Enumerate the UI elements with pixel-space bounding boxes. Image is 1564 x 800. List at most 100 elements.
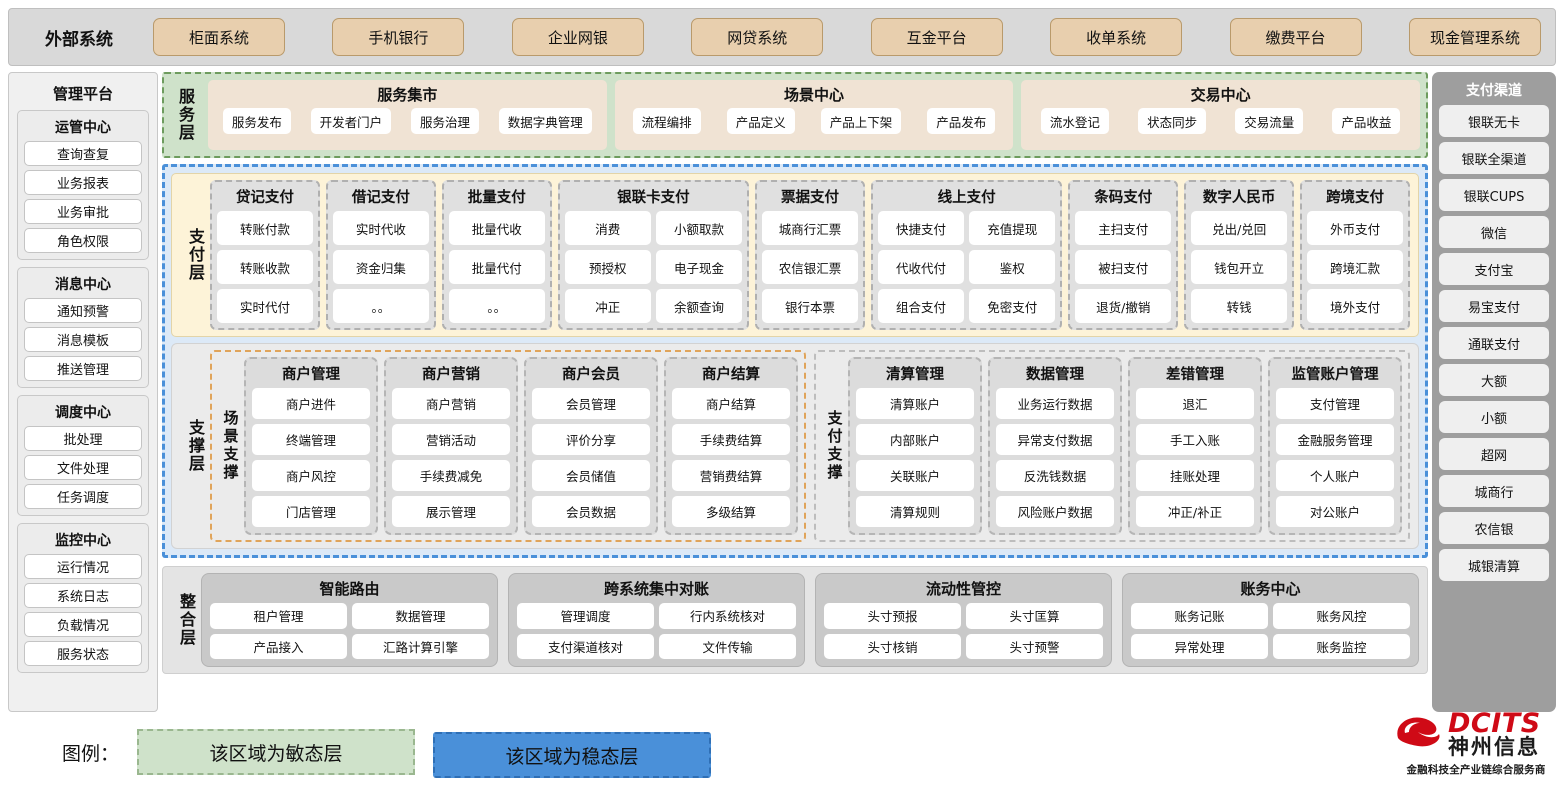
integration-chip-0-3[interactable]: 汇路计算引擎 <box>352 633 489 659</box>
management-item-0-1[interactable]: 业务报表 <box>24 170 142 195</box>
payment-channel-item-5[interactable]: 易宝支付 <box>1439 290 1549 322</box>
management-item-3-0[interactable]: 运行情况 <box>24 554 142 579</box>
support-chip-1-3-1[interactable]: 金融服务管理 <box>1276 424 1394 455</box>
management-item-3-2[interactable]: 负载情况 <box>24 612 142 637</box>
payment-chip-7-0-2[interactable]: 转钱 <box>1191 289 1288 323</box>
support-chip-0-3-0[interactable]: 商户结算 <box>672 388 790 419</box>
support-chip-1-2-2[interactable]: 挂账处理 <box>1136 460 1254 491</box>
support-chip-0-1-1[interactable]: 营销活动 <box>392 424 510 455</box>
management-item-0-2[interactable]: 业务审批 <box>24 199 142 224</box>
payment-chip-3-1-1[interactable]: 电子现金 <box>655 250 743 284</box>
integration-chip-3-0[interactable]: 账务记账 <box>1131 603 1268 629</box>
external-system-chip-7[interactable]: 现金管理系统 <box>1408 18 1541 56</box>
support-chip-0-2-3[interactable]: 会员数据 <box>532 496 650 527</box>
support-chip-1-0-0[interactable]: 清算账户 <box>856 388 974 419</box>
payment-chip-3-1-2[interactable]: 余额查询 <box>655 289 743 323</box>
external-system-chip-6[interactable]: 缴费平台 <box>1229 18 1362 56</box>
support-chip-0-2-2[interactable]: 会员储值 <box>532 460 650 491</box>
support-chip-1-0-1[interactable]: 内部账户 <box>856 424 974 455</box>
external-system-chip-4[interactable]: 互金平台 <box>870 18 1003 56</box>
integration-chip-0-2[interactable]: 产品接入 <box>210 633 347 659</box>
service-chip-1-1[interactable]: 产品定义 <box>726 108 795 134</box>
management-item-2-0[interactable]: 批处理 <box>24 426 142 451</box>
payment-chip-5-0-2[interactable]: 组合支付 <box>877 289 965 323</box>
support-chip-1-1-3[interactable]: 风险账户数据 <box>996 496 1114 527</box>
external-system-chip-2[interactable]: 企业网银 <box>511 18 644 56</box>
service-chip-0-3[interactable]: 数据字典管理 <box>498 108 592 134</box>
payment-chip-0-0-0[interactable]: 转账付款 <box>217 211 313 245</box>
management-item-3-1[interactable]: 系统日志 <box>24 583 142 608</box>
service-chip-2-3[interactable]: 产品收益 <box>1332 108 1401 134</box>
integration-chip-1-3[interactable]: 文件传输 <box>659 633 796 659</box>
payment-channel-item-11[interactable]: 农信银 <box>1439 512 1549 544</box>
integration-chip-3-1[interactable]: 账务风控 <box>1273 603 1410 629</box>
payment-channel-item-10[interactable]: 城商行 <box>1439 475 1549 507</box>
support-chip-0-2-0[interactable]: 会员管理 <box>532 388 650 419</box>
support-chip-1-0-3[interactable]: 清算规则 <box>856 496 974 527</box>
service-chip-0-1[interactable]: 开发者门户 <box>310 108 392 134</box>
payment-channel-item-8[interactable]: 小额 <box>1439 401 1549 433</box>
payment-chip-2-0-2[interactable]: 。。 <box>448 289 545 323</box>
integration-chip-2-1[interactable]: 头寸匡算 <box>966 603 1103 629</box>
support-chip-1-3-2[interactable]: 个人账户 <box>1276 460 1394 491</box>
payment-channel-item-2[interactable]: 银联CUPS <box>1439 179 1549 211</box>
management-item-1-1[interactable]: 消息模板 <box>24 327 142 352</box>
service-chip-1-2[interactable]: 产品上下架 <box>820 108 902 134</box>
external-system-chip-0[interactable]: 柜面系统 <box>153 18 285 56</box>
service-chip-1-0[interactable]: 流程编排 <box>632 108 701 134</box>
payment-chip-4-0-2[interactable]: 银行本票 <box>762 289 858 323</box>
payment-chip-3-1-0[interactable]: 小额取款 <box>655 211 743 245</box>
external-system-chip-3[interactable]: 网贷系统 <box>691 18 824 56</box>
payment-chip-7-0-0[interactable]: 兑出/兑回 <box>1191 211 1288 245</box>
payment-chip-3-0-2[interactable]: 冲正 <box>564 289 651 323</box>
support-chip-0-0-0[interactable]: 商户进件 <box>252 388 370 419</box>
integration-chip-1-1[interactable]: 行内系统核对 <box>659 603 796 629</box>
integration-chip-2-2[interactable]: 头寸核销 <box>824 633 961 659</box>
management-item-0-0[interactable]: 查询查复 <box>24 141 142 166</box>
integration-chip-0-0[interactable]: 租户管理 <box>210 603 347 629</box>
support-chip-0-3-1[interactable]: 手续费结算 <box>672 424 790 455</box>
payment-channel-item-1[interactable]: 银联全渠道 <box>1439 142 1549 174</box>
management-item-1-2[interactable]: 推送管理 <box>24 356 142 381</box>
payment-chip-1-0-2[interactable]: 。。 <box>332 289 429 323</box>
payment-chip-1-0-1[interactable]: 资金归集 <box>332 250 429 284</box>
support-chip-1-1-0[interactable]: 业务运行数据 <box>996 388 1114 419</box>
payment-channel-item-12[interactable]: 城银清算 <box>1439 549 1549 581</box>
payment-channel-item-0[interactable]: 银联无卡 <box>1439 105 1549 137</box>
management-item-1-0[interactable]: 通知预警 <box>24 298 142 323</box>
support-chip-1-0-2[interactable]: 关联账户 <box>856 460 974 491</box>
payment-channel-item-7[interactable]: 大额 <box>1439 364 1549 396</box>
external-system-chip-1[interactable]: 手机银行 <box>332 18 465 56</box>
payment-chip-3-0-0[interactable]: 消费 <box>564 211 651 245</box>
support-chip-1-2-3[interactable]: 冲正/补正 <box>1136 496 1254 527</box>
integration-chip-3-2[interactable]: 异常处理 <box>1131 633 1268 659</box>
integration-chip-3-3[interactable]: 账务监控 <box>1273 633 1410 659</box>
support-chip-0-0-3[interactable]: 门店管理 <box>252 496 370 527</box>
external-system-chip-5[interactable]: 收单系统 <box>1050 18 1183 56</box>
support-chip-1-2-0[interactable]: 退汇 <box>1136 388 1254 419</box>
payment-chip-4-0-1[interactable]: 农信银汇票 <box>762 250 858 284</box>
integration-chip-1-0[interactable]: 管理调度 <box>517 603 654 629</box>
service-chip-1-3[interactable]: 产品发布 <box>927 108 996 134</box>
support-chip-0-0-1[interactable]: 终端管理 <box>252 424 370 455</box>
support-chip-1-1-2[interactable]: 反洗钱数据 <box>996 460 1114 491</box>
service-chip-2-1[interactable]: 状态同步 <box>1138 108 1207 134</box>
service-chip-2-0[interactable]: 流水登记 <box>1040 108 1109 134</box>
payment-chip-1-0-0[interactable]: 实时代收 <box>332 211 429 245</box>
integration-chip-1-2[interactable]: 支付渠道核对 <box>517 633 654 659</box>
payment-chip-6-0-0[interactable]: 主扫支付 <box>1075 211 1172 245</box>
payment-chip-0-0-2[interactable]: 实时代付 <box>217 289 313 323</box>
payment-chip-5-0-0[interactable]: 快捷支付 <box>877 211 965 245</box>
support-chip-1-3-3[interactable]: 对公账户 <box>1276 496 1394 527</box>
payment-channel-item-4[interactable]: 支付宝 <box>1439 253 1549 285</box>
support-chip-0-1-2[interactable]: 手续费减免 <box>392 460 510 491</box>
payment-chip-3-0-1[interactable]: 预授权 <box>564 250 651 284</box>
payment-channel-item-3[interactable]: 微信 <box>1439 216 1549 248</box>
payment-chip-6-0-1[interactable]: 被扫支付 <box>1075 250 1172 284</box>
service-chip-0-0[interactable]: 服务发布 <box>222 108 291 134</box>
management-item-2-2[interactable]: 任务调度 <box>24 484 142 509</box>
payment-chip-6-0-2[interactable]: 退货/撤销 <box>1075 289 1172 323</box>
payment-chip-7-0-1[interactable]: 钱包开立 <box>1191 250 1288 284</box>
integration-chip-0-1[interactable]: 数据管理 <box>352 603 489 629</box>
support-chip-0-3-3[interactable]: 多级结算 <box>672 496 790 527</box>
